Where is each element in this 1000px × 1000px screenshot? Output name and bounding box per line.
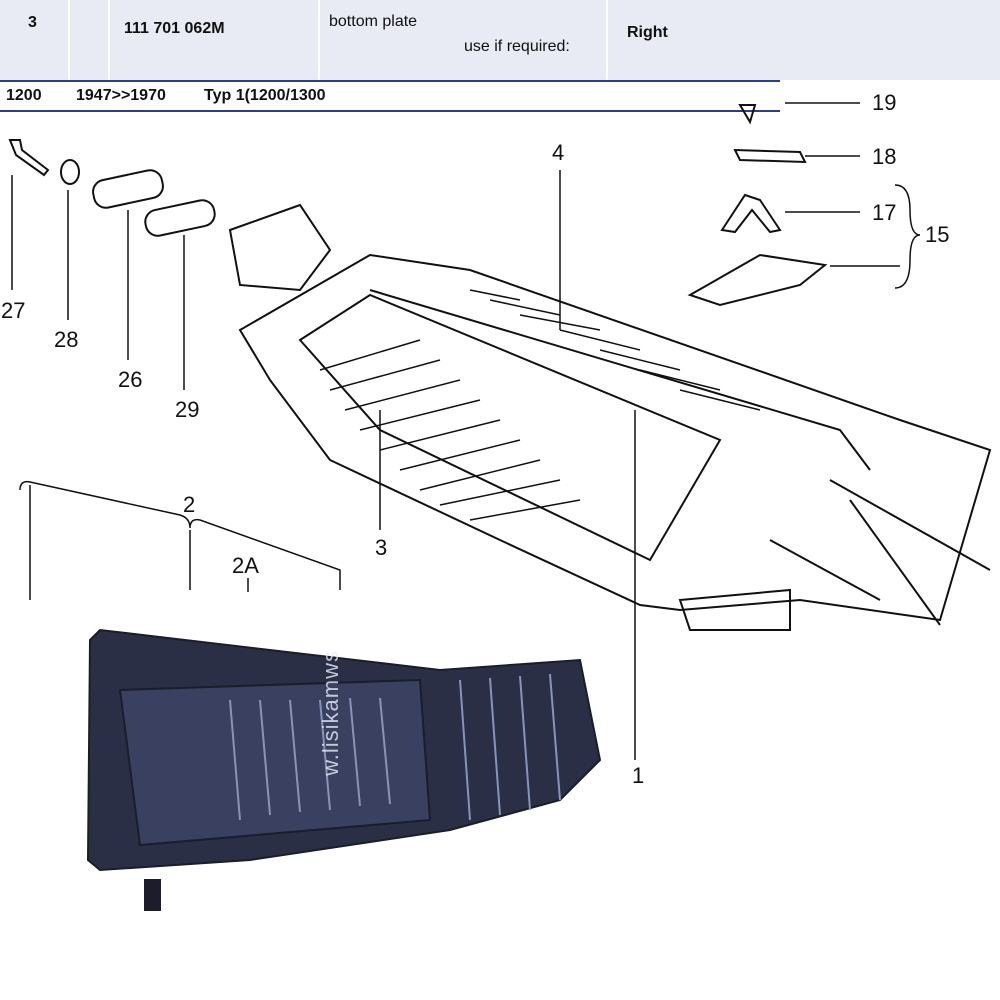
label-4: 4 (552, 140, 565, 165)
chassis-drawing (228, 203, 992, 631)
label-17: 17 (872, 200, 897, 225)
photo-floor-pan (86, 628, 602, 911)
position-number: 3 (28, 14, 37, 31)
watermark: w.lisikamws (318, 650, 343, 776)
part-number[interactable]: 111 701 062M (124, 20, 225, 37)
years: 1947>>1970 (76, 87, 166, 104)
label-19: 19 (872, 90, 897, 115)
label-15: 15 (925, 222, 950, 247)
type: Typ 1(1200/1300 (204, 87, 326, 104)
col-empty (70, 0, 110, 80)
label-3: 3 (375, 535, 388, 560)
col-description: bottom plate use if required: (320, 0, 608, 80)
label-27: 27 (1, 298, 26, 323)
model-bar: 1200 1947>>1970 Typ 1(1200/1300 (0, 80, 780, 112)
label-1: 1 (632, 763, 645, 788)
label-2: 2 (183, 492, 196, 517)
label-2A: 2A (232, 553, 259, 578)
label-26: 26 (118, 367, 143, 392)
col-part-number: 111 701 062M (110, 0, 320, 80)
side: Right (627, 24, 668, 41)
leader-lines (11, 102, 921, 760)
col-side: Right (608, 0, 1000, 80)
label-18: 18 (872, 144, 897, 169)
note: use if required: (464, 38, 570, 55)
label-28: 28 (54, 327, 79, 352)
col-pos: 3 (0, 0, 70, 80)
description: bottom plate (329, 13, 418, 30)
model: 1200 (6, 87, 42, 104)
label-29: 29 (175, 397, 200, 422)
small-parts (8, 104, 828, 307)
parts-table-row: 3 111 701 062M bottom plate use if requi… (0, 0, 1000, 80)
